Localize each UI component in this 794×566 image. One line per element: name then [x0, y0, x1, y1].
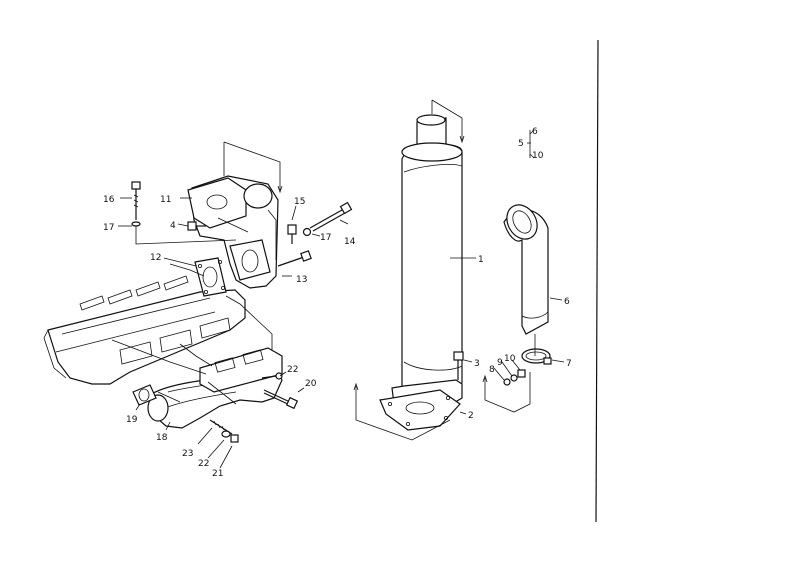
label-3: 3 — [474, 359, 480, 369]
bolt-13 — [277, 250, 312, 267]
bolt-16 — [131, 181, 141, 227]
tail-pipe — [503, 204, 549, 335]
bolt-15 — [287, 224, 297, 244]
label-12: 12 — [150, 253, 161, 263]
engine-block — [43, 275, 246, 385]
label-19: 19 — [126, 415, 138, 425]
washer-8 — [503, 378, 511, 386]
label-9: 9 — [497, 358, 503, 368]
label-5: 5 — [518, 139, 524, 149]
label-14: 14 — [344, 237, 356, 247]
washer-17 — [302, 227, 312, 237]
arrowheads — [277, 135, 488, 391]
bolt-3 — [453, 351, 464, 380]
label-1: 1 — [478, 255, 484, 265]
muffler — [379, 114, 463, 431]
washer-9 — [510, 374, 518, 382]
label-10: 10 — [504, 354, 516, 364]
label-8: 8 — [489, 365, 495, 375]
subassembly-bracket — [527, 129, 535, 159]
label-13: 13 — [296, 275, 307, 285]
clamp-7 — [521, 348, 552, 365]
label-20: 20 — [305, 379, 317, 389]
label-22-upper: 22 — [287, 365, 298, 375]
label-4: 4 — [170, 221, 176, 231]
washer-22 — [221, 430, 231, 438]
nut-10 — [517, 369, 526, 378]
label-18: 18 — [156, 433, 168, 443]
assembly-guide-lines — [111, 99, 536, 441]
label-2: 2 — [468, 411, 474, 421]
label-17-right: 17 — [320, 233, 331, 243]
label-15: 15 — [294, 197, 305, 207]
label-10-sub: 10 — [532, 151, 544, 161]
label-16: 16 — [103, 195, 115, 205]
bolt-20 — [263, 389, 299, 410]
exhaust-manifold — [147, 347, 283, 429]
bolt-22-upper — [261, 372, 283, 380]
exhaust-elbow — [187, 175, 279, 289]
label-6-sub: 6 — [532, 127, 538, 137]
label-11: 11 — [160, 195, 171, 205]
label-23: 23 — [182, 449, 193, 459]
leader-lines — [118, 197, 565, 469]
label-7: 7 — [566, 359, 572, 369]
label-22-lower: 22 — [198, 459, 209, 469]
nut-21 — [230, 434, 239, 443]
page-border-line — [595, 39, 599, 523]
label-21: 21 — [212, 469, 223, 479]
gasket-19 — [132, 384, 157, 406]
label-17-left: 17 — [103, 223, 114, 233]
bolt-14 — [309, 201, 353, 232]
gasket-12 — [194, 257, 227, 297]
part-labels: 1 2 3 4 5 6 6 7 8 9 10 10 11 12 13 14 15… — [103, 127, 572, 479]
label-6: 6 — [564, 297, 570, 307]
